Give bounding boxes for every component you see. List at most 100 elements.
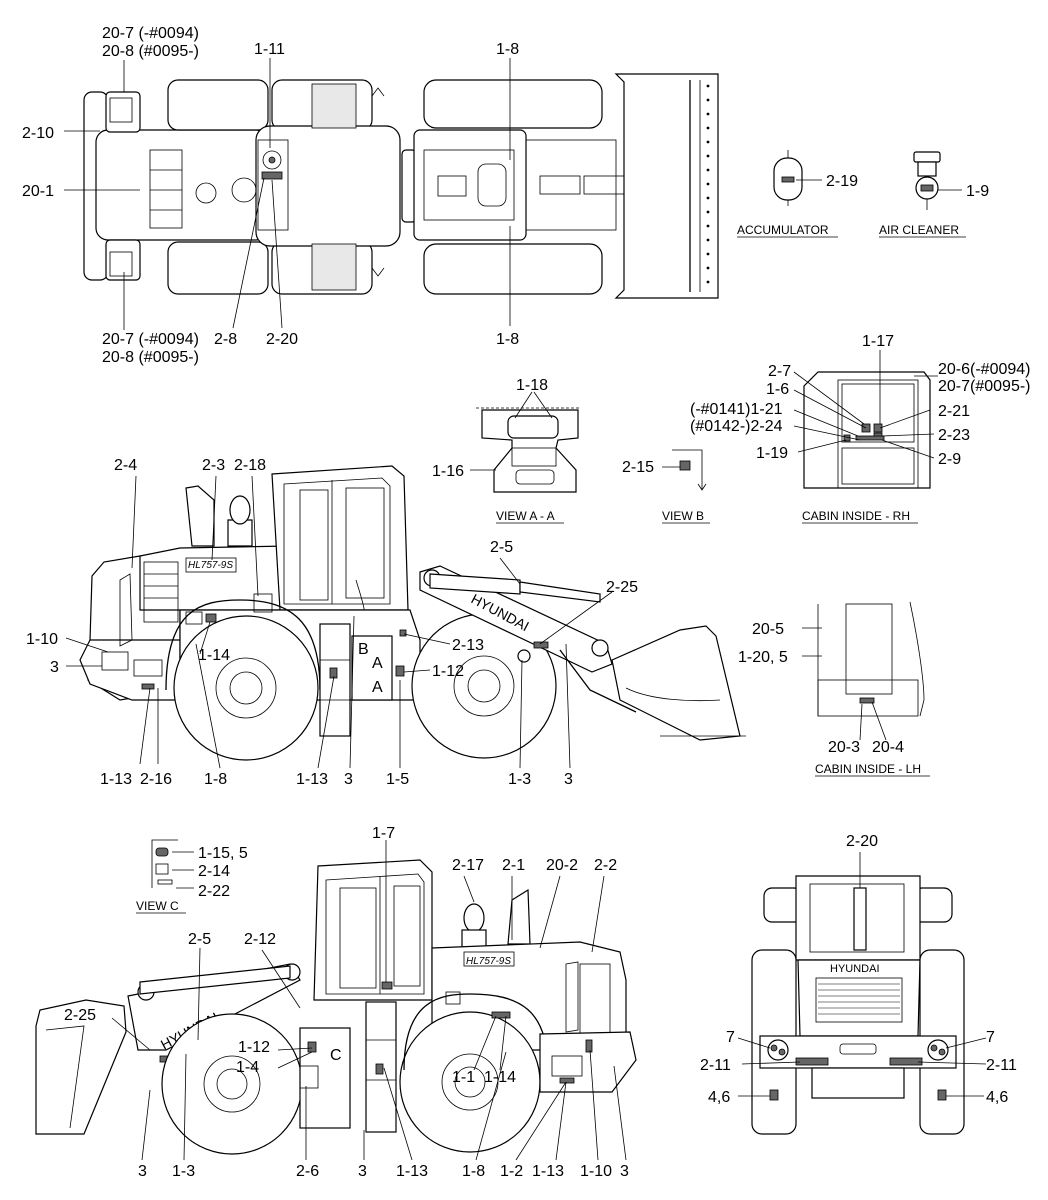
callout-1-12: 1-12 — [238, 1039, 270, 1056]
callout-2-11: 2-11 — [700, 1057, 731, 1074]
side-view-right: B A A HYUNDAI — [79, 465, 746, 761]
side-right-leaders — [65, 475, 613, 769]
callout-1-3: 1-3 — [172, 1163, 195, 1180]
callout-2-13: 2-13 — [452, 637, 484, 654]
caption-view-a: VIEW A - A — [496, 509, 555, 523]
callout-1-2: 1-2 — [500, 1163, 523, 1180]
callout-1-13: 1-13 — [100, 771, 132, 788]
model-badge: HL757-9S — [188, 560, 233, 571]
callout-1-8: 1-8 — [496, 331, 519, 348]
callout-1-9: 1-9 — [966, 183, 989, 200]
callout-20-4: 20-4 — [872, 739, 904, 756]
callout-1-1: 1-1 — [452, 1069, 475, 1086]
view-a-drawing — [470, 391, 580, 493]
callout-7: 7 — [986, 1029, 995, 1046]
side-view-left: HYUNDAI C — [35, 859, 637, 1155]
callout-3: 3 — [564, 771, 573, 788]
callout-2-5: 2-5 — [490, 539, 513, 556]
callout-20-3: 20-3 — [828, 739, 860, 756]
callout-1-10: 1-10 — [580, 1163, 612, 1180]
callout-2-11: 2-11 — [986, 1057, 1017, 1074]
callout-2-6: 2-6 — [296, 1163, 319, 1180]
callout-2-23: 2-23 — [938, 427, 970, 444]
callout-2-9: 2-9 — [938, 451, 961, 468]
accumulator-drawing — [773, 150, 822, 206]
callout-1-18: 1-18 — [516, 377, 548, 394]
callout-1-13: 1-13 — [396, 1163, 428, 1180]
callout-20-7: 20-7 (-#0094) — [102, 25, 199, 42]
callout-20-6: 20-6(-#0094) — [938, 361, 1031, 378]
callout-2-14: 2-14 — [198, 863, 230, 880]
rear-view: HYUNDAI — [737, 852, 987, 1135]
top-view — [83, 73, 719, 299]
callout-2-20: 2-20 — [266, 331, 298, 348]
callout-2-3: 2-3 — [202, 457, 225, 474]
callout-1-16: 1-16 — [432, 463, 464, 480]
top-view-leaders — [64, 58, 511, 330]
callout-3: 3 — [620, 1163, 629, 1180]
callout-3: 3 — [50, 659, 59, 676]
callout-20-7: 20-7 (-#0094) — [102, 331, 199, 348]
callout-1-21: (-#0141)1-21 — [690, 401, 783, 418]
callout-2-15: 2-15 — [622, 459, 654, 476]
callout-2-8: 2-8 — [214, 331, 237, 348]
callout-1-15: 1-15, 5 — [198, 845, 248, 862]
letter-a: A — [372, 655, 383, 672]
callout-2-18: 2-18 — [234, 457, 266, 474]
callout-1-3: 1-3 — [508, 771, 531, 788]
callout-2-4: 2-4 — [114, 457, 137, 474]
callout-2-25: 2-25 — [606, 579, 638, 596]
caption-cabin-rh: CABIN INSIDE - RH — [802, 509, 910, 523]
callout-1-8: 1-8 — [496, 41, 519, 58]
callout-2-16: 2-16 — [140, 771, 172, 788]
callout-1-11: 1-11 — [254, 41, 285, 58]
callout-labels: 20-7 (-#0094) 20-8 (#0095-) 2-10 20-1 1-… — [22, 25, 1031, 1180]
air-cleaner-drawing — [913, 151, 962, 210]
callout-1-10: 1-10 — [26, 631, 58, 648]
callout-2-1: 2-1 — [502, 857, 525, 874]
callout-2-2: 2-2 — [594, 857, 617, 874]
callout-2-24: (#0142-)2-24 — [690, 418, 783, 435]
callout-1-5: 1-5 — [386, 771, 409, 788]
callout-2-22: 2-22 — [198, 883, 230, 900]
letter-b: B — [358, 641, 369, 658]
callout-20-5: 20-5 — [752, 621, 784, 638]
letter-c: C — [330, 1047, 342, 1064]
callout-2-21: 2-21 — [938, 403, 970, 420]
cabin-lh-drawing — [802, 601, 925, 741]
callout-1-8: 1-8 — [462, 1163, 485, 1180]
callout-20-8: 20-8 (#0095-) — [102, 349, 199, 366]
callout-1-8: 1-8 — [204, 771, 227, 788]
model-badge: HL757-9S — [466, 956, 511, 967]
callout-7: 7 — [726, 1029, 735, 1046]
callout-2-5: 2-5 — [188, 931, 211, 948]
callout-2-12: 2-12 — [244, 931, 276, 948]
callout-1-7: 1-7 — [372, 825, 395, 842]
view-captions: ACCUMULATOR AIR CLEANER VIEW A - A VIEW … — [136, 223, 966, 914]
callout-2-19: 2-19 — [826, 173, 858, 190]
callout-1-14: 1-14 — [484, 1069, 516, 1086]
callout-2-25: 2-25 — [64, 1007, 96, 1024]
caption-view-b: VIEW B — [662, 509, 704, 523]
callout-20-1: 20-1 — [22, 183, 54, 200]
callout-3: 3 — [138, 1163, 147, 1180]
callout-1-14: 1-14 — [198, 647, 230, 664]
view-b-drawing — [662, 449, 707, 491]
caption-view-c: VIEW C — [136, 899, 179, 913]
callout-1-4: 1-4 — [236, 1059, 259, 1076]
side-left-leaders — [111, 840, 627, 1161]
caption-cabin-lh: CABIN INSIDE - LH — [815, 762, 921, 776]
callout-2-10: 2-10 — [22, 125, 54, 142]
hyundai-logo: HYUNDAI — [830, 963, 880, 975]
callout-4-6: 4,6 — [708, 1089, 730, 1106]
cabin-rh-drawing — [793, 350, 938, 489]
callout-20-7: 20-7(#0095-) — [938, 378, 1031, 395]
callout-1-13: 1-13 — [296, 771, 328, 788]
callout-4-6: 4,6 — [986, 1089, 1008, 1106]
callout-3: 3 — [344, 771, 353, 788]
callout-1-12: 1-12 — [432, 663, 464, 680]
callout-3: 3 — [358, 1163, 367, 1180]
callout-20-8: 20-8 (#0095-) — [102, 43, 199, 60]
